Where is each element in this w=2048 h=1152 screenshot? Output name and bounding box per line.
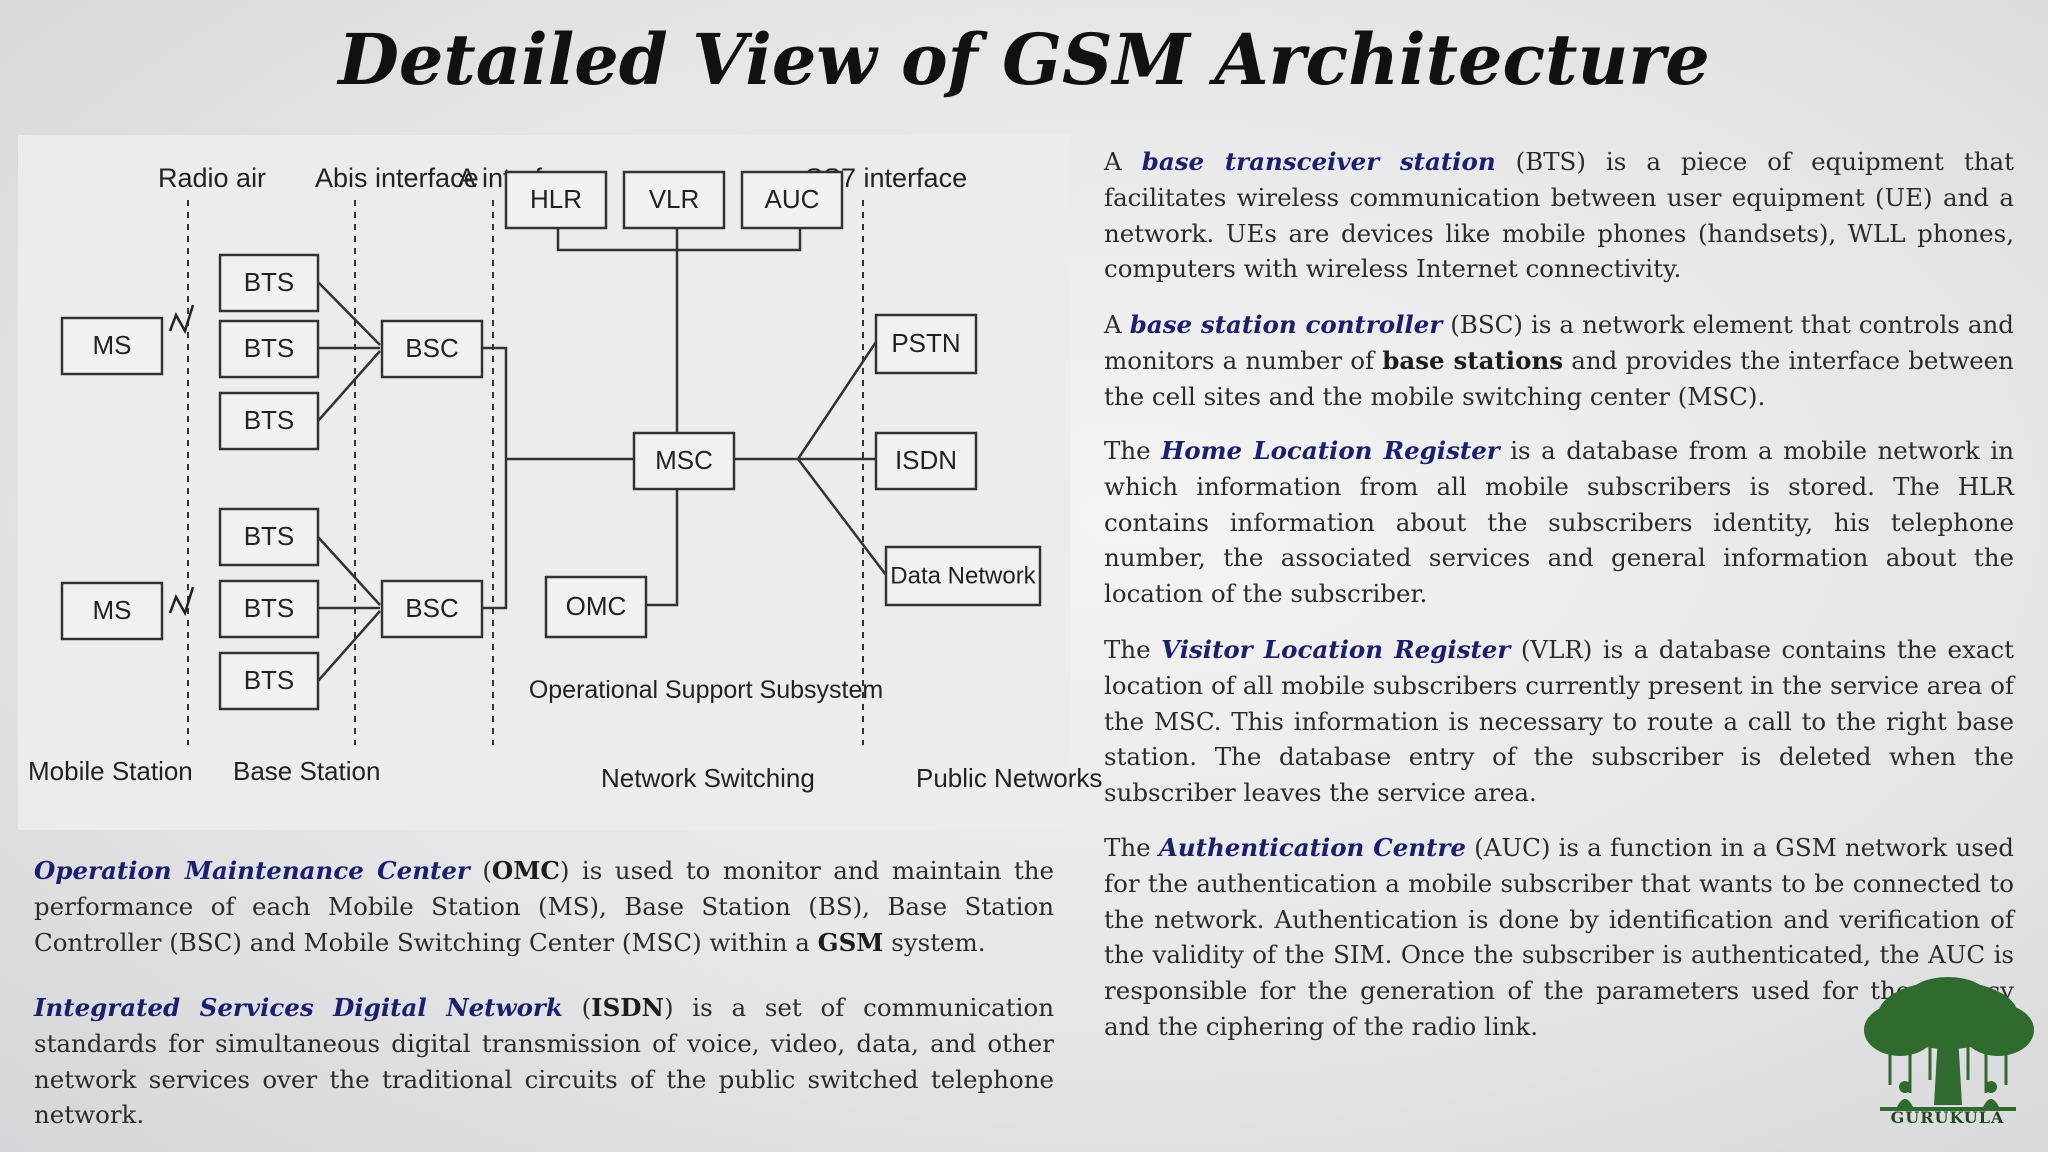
logo-text: GURUKULA bbox=[1890, 1108, 2005, 1127]
isdn-abbr: ISDN bbox=[591, 993, 664, 1022]
ms-label: MS bbox=[93, 330, 132, 360]
bsc-body: (BSC) is a network element that controls… bbox=[1104, 310, 2014, 375]
bts-box bbox=[218, 319, 320, 379]
vlr-description: The Visitor Location Register (VLR) is a… bbox=[1104, 632, 2014, 811]
omc-label: OMC bbox=[566, 591, 627, 621]
omc-description: Operation Maintenance Center (OMC) is us… bbox=[34, 853, 1054, 960]
bsc-term: base station controller bbox=[1129, 310, 1443, 339]
isdn-description: Integrated Services Digital Network (ISD… bbox=[34, 990, 1054, 1133]
omc-end: system. bbox=[883, 927, 986, 957]
ms-box bbox=[60, 581, 164, 641]
vlr-pre: The bbox=[1104, 635, 1162, 664]
radio-link-icon bbox=[168, 586, 195, 617]
vlr-label: VLR bbox=[649, 184, 700, 214]
bts-box bbox=[218, 253, 320, 313]
hlr-label: HLR bbox=[530, 184, 582, 214]
bts-box bbox=[218, 507, 320, 567]
pstn-label: PSTN bbox=[891, 328, 960, 358]
bts-label: BTS bbox=[244, 521, 295, 551]
footer-label: Public Networks bbox=[916, 763, 1102, 793]
bsc-pre: A bbox=[1104, 310, 1130, 339]
subsystem-label: Operational Support Subsystem bbox=[529, 676, 883, 704]
hlr-term: Home Location Register bbox=[1161, 436, 1500, 465]
gsm-architecture-diagram: Radio air Abis interface A interface SS7… bbox=[18, 135, 1102, 830]
ms-box bbox=[60, 316, 164, 376]
vlr-term: Visitor Location Register bbox=[1161, 635, 1511, 664]
bts-box bbox=[218, 651, 320, 711]
auc-body: (AUC) is a function in a GSM network use… bbox=[1104, 833, 2014, 1041]
footer-label: Base Station bbox=[233, 756, 380, 786]
bts-label: BTS bbox=[244, 333, 295, 363]
bts-box bbox=[218, 579, 320, 639]
omc-term: Operation Maintenance Center bbox=[34, 856, 470, 885]
bsc-box bbox=[380, 579, 484, 639]
auc-term: Authentication Centre bbox=[1158, 833, 1466, 862]
bts-description: A base transceiver station (BTS) is a pi… bbox=[1104, 144, 2014, 287]
bts-label: BTS bbox=[244, 593, 295, 623]
omc-open: ( bbox=[469, 856, 492, 885]
ms-label: MS bbox=[93, 595, 132, 625]
omc-box bbox=[544, 575, 648, 639]
pstn-box bbox=[874, 313, 978, 375]
auc-description: The Authentication Centre (AUC) is a fun… bbox=[1104, 830, 2014, 1045]
bsc-strong: base stations bbox=[1382, 345, 1564, 375]
hlr-pre: The bbox=[1104, 436, 1162, 465]
data-network-label: Data Network bbox=[890, 562, 1036, 589]
vlr-body: (VLR) is a database contains the exact l… bbox=[1104, 635, 2014, 808]
auc-box bbox=[740, 170, 844, 230]
omc-strong: GSM bbox=[817, 927, 884, 957]
isdn-term: Integrated Services Digital Network bbox=[34, 993, 563, 1022]
hlr-description: The Home Location Register is a database… bbox=[1104, 433, 2014, 612]
omc-body: ) is used to monitor and maintain the pe… bbox=[34, 856, 1054, 957]
omc-abbr: OMC bbox=[491, 856, 560, 885]
gurukula-tree-logo-icon bbox=[1860, 975, 2035, 1135]
isdn-label: ISDN bbox=[895, 445, 957, 475]
hlr-body: is a database from a mobile network in w… bbox=[1104, 436, 2014, 609]
auc-label: AUC bbox=[765, 184, 820, 214]
bts-body: (BTS) is a piece of equipment that facil… bbox=[1104, 147, 2014, 284]
bts-pre: A bbox=[1104, 147, 1142, 176]
radio-link-icon bbox=[168, 304, 195, 335]
data-network-box bbox=[884, 545, 1042, 607]
vlr-box bbox=[622, 170, 726, 230]
msc-box bbox=[632, 431, 736, 491]
bts-term: base transceiver station bbox=[1141, 147, 1496, 176]
bsc-box bbox=[380, 319, 484, 379]
auc-pre: The bbox=[1104, 833, 1159, 862]
bts-label: BTS bbox=[244, 665, 295, 695]
interface-label: Abis interface bbox=[315, 163, 479, 193]
bts-label: BTS bbox=[244, 267, 295, 297]
bsc-description: A base station controller (BSC) is a net… bbox=[1104, 307, 2014, 414]
bts-box bbox=[218, 391, 320, 451]
bsc-body-end: and provides the interface between the c… bbox=[1104, 345, 2014, 411]
bsc-label: BSC bbox=[405, 593, 458, 623]
isdn-body: ) is a set of communication standards fo… bbox=[34, 993, 1054, 1130]
footer-label: Mobile Station bbox=[28, 756, 193, 786]
isdn-box bbox=[874, 431, 978, 491]
page-title: Detailed View of GSM Architecture bbox=[338, 18, 1710, 101]
bsc-label: BSC bbox=[405, 333, 458, 363]
msc-label: MSC bbox=[655, 445, 713, 475]
interface-label: Radio air bbox=[158, 163, 266, 193]
hlr-box bbox=[504, 170, 608, 230]
isdn-open: ( bbox=[562, 993, 592, 1022]
bts-label: BTS bbox=[244, 405, 295, 435]
footer-label: Network Switching bbox=[601, 763, 815, 793]
